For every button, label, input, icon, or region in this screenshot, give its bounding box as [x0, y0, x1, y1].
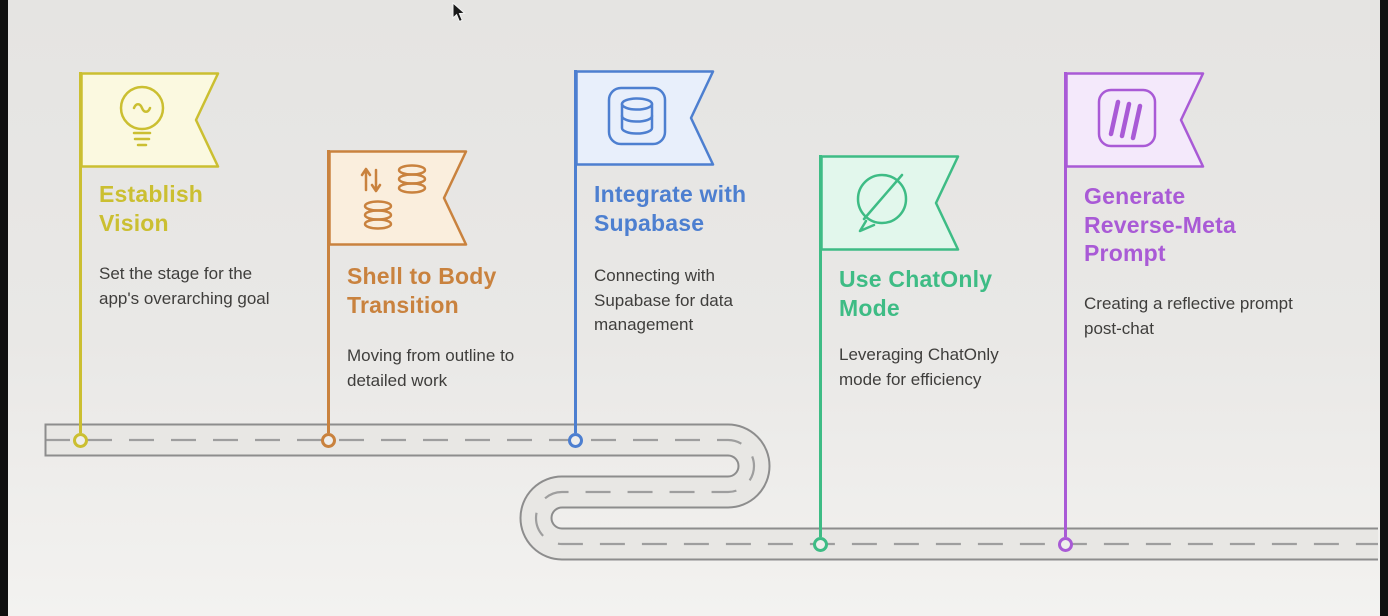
pointer-cursor-icon — [452, 2, 466, 23]
milestone-description: Set the stage for the app's overarching … — [99, 264, 270, 308]
milestone-marker — [321, 433, 336, 448]
flag-banner — [80, 72, 220, 168]
milestone-description: Connecting with Supabase for data manage… — [594, 266, 733, 335]
flag-banner — [820, 155, 960, 251]
milestone-title: Use ChatOnly Mode — [839, 266, 993, 321]
milestone-title: Shell to Body Transition — [347, 263, 497, 318]
milestone-pole — [79, 72, 82, 433]
milestone-marker — [813, 537, 828, 552]
milestone-marker — [1058, 537, 1073, 552]
lightbulb-icon — [119, 85, 165, 147]
data-transfer-icon — [360, 164, 427, 230]
flag-banner — [575, 70, 715, 166]
milestone-title: Establish Vision — [99, 181, 204, 236]
milestone-pole — [819, 155, 822, 537]
milestone-marker — [73, 433, 88, 448]
milestone-title: Integrate with Supabase — [594, 181, 747, 236]
milestone-title: Generate Reverse-Meta Prompt — [1084, 183, 1236, 267]
database-icon — [607, 86, 667, 146]
milestone-description: Leveraging ChatOnly mode for efficiency — [839, 345, 999, 389]
milestone-description: Moving from outline to detailed work — [347, 346, 515, 390]
left-letterbox-bar — [0, 0, 8, 616]
milestone-pole — [327, 150, 330, 433]
flag-banner — [1065, 72, 1205, 168]
milestone-marker — [568, 433, 583, 448]
whiteboard-icon — [1097, 88, 1157, 148]
milestone-description: Creating a reflective prompt post-chat — [1084, 294, 1293, 338]
milestone-pole — [574, 70, 577, 433]
right-letterbox-bar — [1380, 0, 1388, 616]
flag-banner — [328, 150, 468, 246]
milestone-pole — [1064, 72, 1067, 537]
chat-off-icon — [856, 173, 908, 233]
